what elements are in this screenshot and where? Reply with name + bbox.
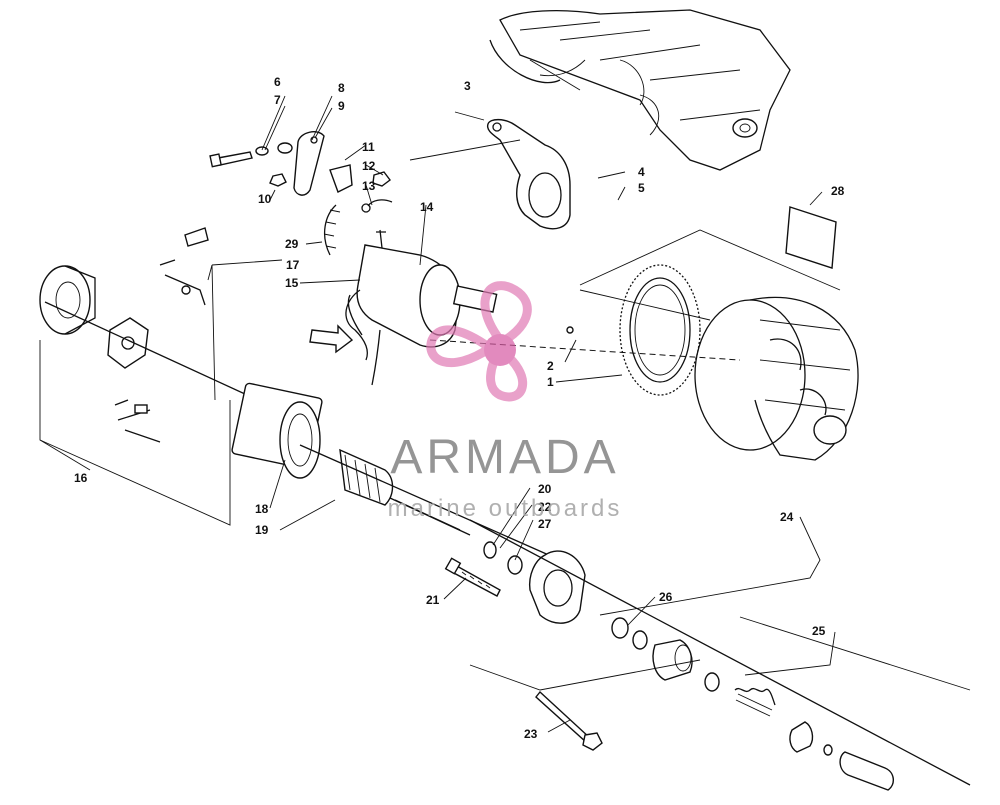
starter-bracket — [486, 118, 571, 230]
part-label-19: 19 — [255, 523, 269, 537]
part-label-16: 16 — [74, 471, 88, 485]
bolt-6-assembly — [209, 131, 325, 196]
part-label-5: 5 — [638, 181, 645, 195]
part-label-18: 18 — [255, 502, 269, 516]
decal-28 — [785, 206, 837, 269]
part-label-15: 15 — [285, 276, 299, 290]
watermark-tagline: marine outboards — [387, 495, 623, 522]
part-label-14: 14 — [420, 200, 434, 214]
terminal-parts — [329, 164, 393, 213]
drive-end-housing — [444, 541, 648, 751]
drive-assembly — [469, 519, 971, 791]
part-label-2: 2 — [547, 359, 554, 373]
part-label-1: 1 — [547, 375, 554, 389]
part-label-21: 21 — [426, 593, 440, 607]
starter-exploded — [39, 227, 561, 561]
flywheel-drive — [694, 296, 859, 461]
part-label-20: 20 — [538, 482, 552, 496]
part-label-4: 4 — [638, 165, 645, 179]
part-label-24: 24 — [780, 510, 794, 524]
part-label-22: 22 — [538, 500, 552, 514]
part-label-7: 7 — [274, 93, 281, 107]
part-label-13: 13 — [362, 179, 376, 193]
part-label-10: 10 — [258, 192, 272, 206]
part-label-9: 9 — [338, 99, 345, 113]
part-label-23: 23 — [524, 727, 538, 741]
engine-block — [489, 9, 791, 171]
part-label-27: 27 — [538, 517, 552, 531]
part-label-25: 25 — [812, 624, 826, 638]
part-label-29: 29 — [285, 237, 299, 251]
part-label-6: 6 — [274, 75, 281, 89]
part-label-12: 12 — [362, 159, 376, 173]
part-label-3: 3 — [464, 79, 471, 93]
part-label-26: 26 — [659, 590, 673, 604]
ring-gear — [566, 264, 701, 396]
part-label-17: 17 — [286, 258, 300, 272]
watermark-brand: ARMADA — [390, 431, 620, 484]
part-labels: 1 2 3 4 5 6 7 8 9 10 11 12 13 14 15 16 1… — [74, 75, 845, 741]
part-label-11: 11 — [362, 140, 375, 154]
part-label-8: 8 — [338, 81, 345, 95]
propeller-logo — [426, 281, 532, 402]
part-label-28: 28 — [831, 184, 845, 198]
